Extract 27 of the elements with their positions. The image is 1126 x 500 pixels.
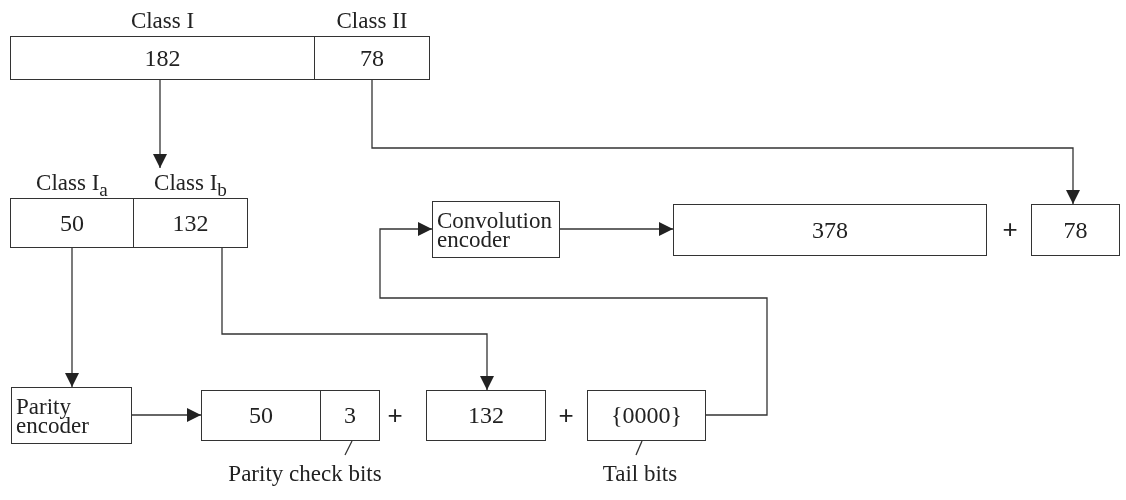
encoder-box: Parity encoder: [11, 387, 132, 444]
value-cell: 182: [10, 36, 315, 80]
bit-field-box: 132: [426, 390, 546, 441]
bit-field-box: {0000}: [587, 390, 706, 441]
leader-line: [635, 440, 643, 456]
arrow: [153, 79, 167, 169]
arrow: [131, 408, 202, 422]
bit-field-box: 50: [201, 390, 321, 441]
bit-field-box: 3: [320, 390, 380, 441]
annotation-text: Tail bits: [590, 455, 690, 487]
plus-sign: +: [386, 400, 404, 430]
plus-sign: +: [557, 400, 575, 430]
value-cell: 132: [133, 198, 248, 248]
encoder-box: Convolution encoder: [432, 201, 560, 258]
arrow: [221, 247, 494, 391]
bit-field-box: 378: [673, 204, 987, 256]
column-heading: Class I: [130, 7, 195, 35]
arrow: [65, 247, 79, 388]
value-cell: 78: [314, 36, 430, 80]
column-heading: Class II: [336, 7, 408, 35]
value-cell: 50: [10, 198, 134, 248]
plus-sign: +: [1001, 214, 1019, 244]
arrow: [559, 222, 674, 236]
bit-field-box: 78: [1031, 204, 1120, 256]
annotation-text: Parity check bits: [210, 455, 400, 487]
arrow: [379, 222, 768, 416]
arrow: [371, 79, 1080, 205]
